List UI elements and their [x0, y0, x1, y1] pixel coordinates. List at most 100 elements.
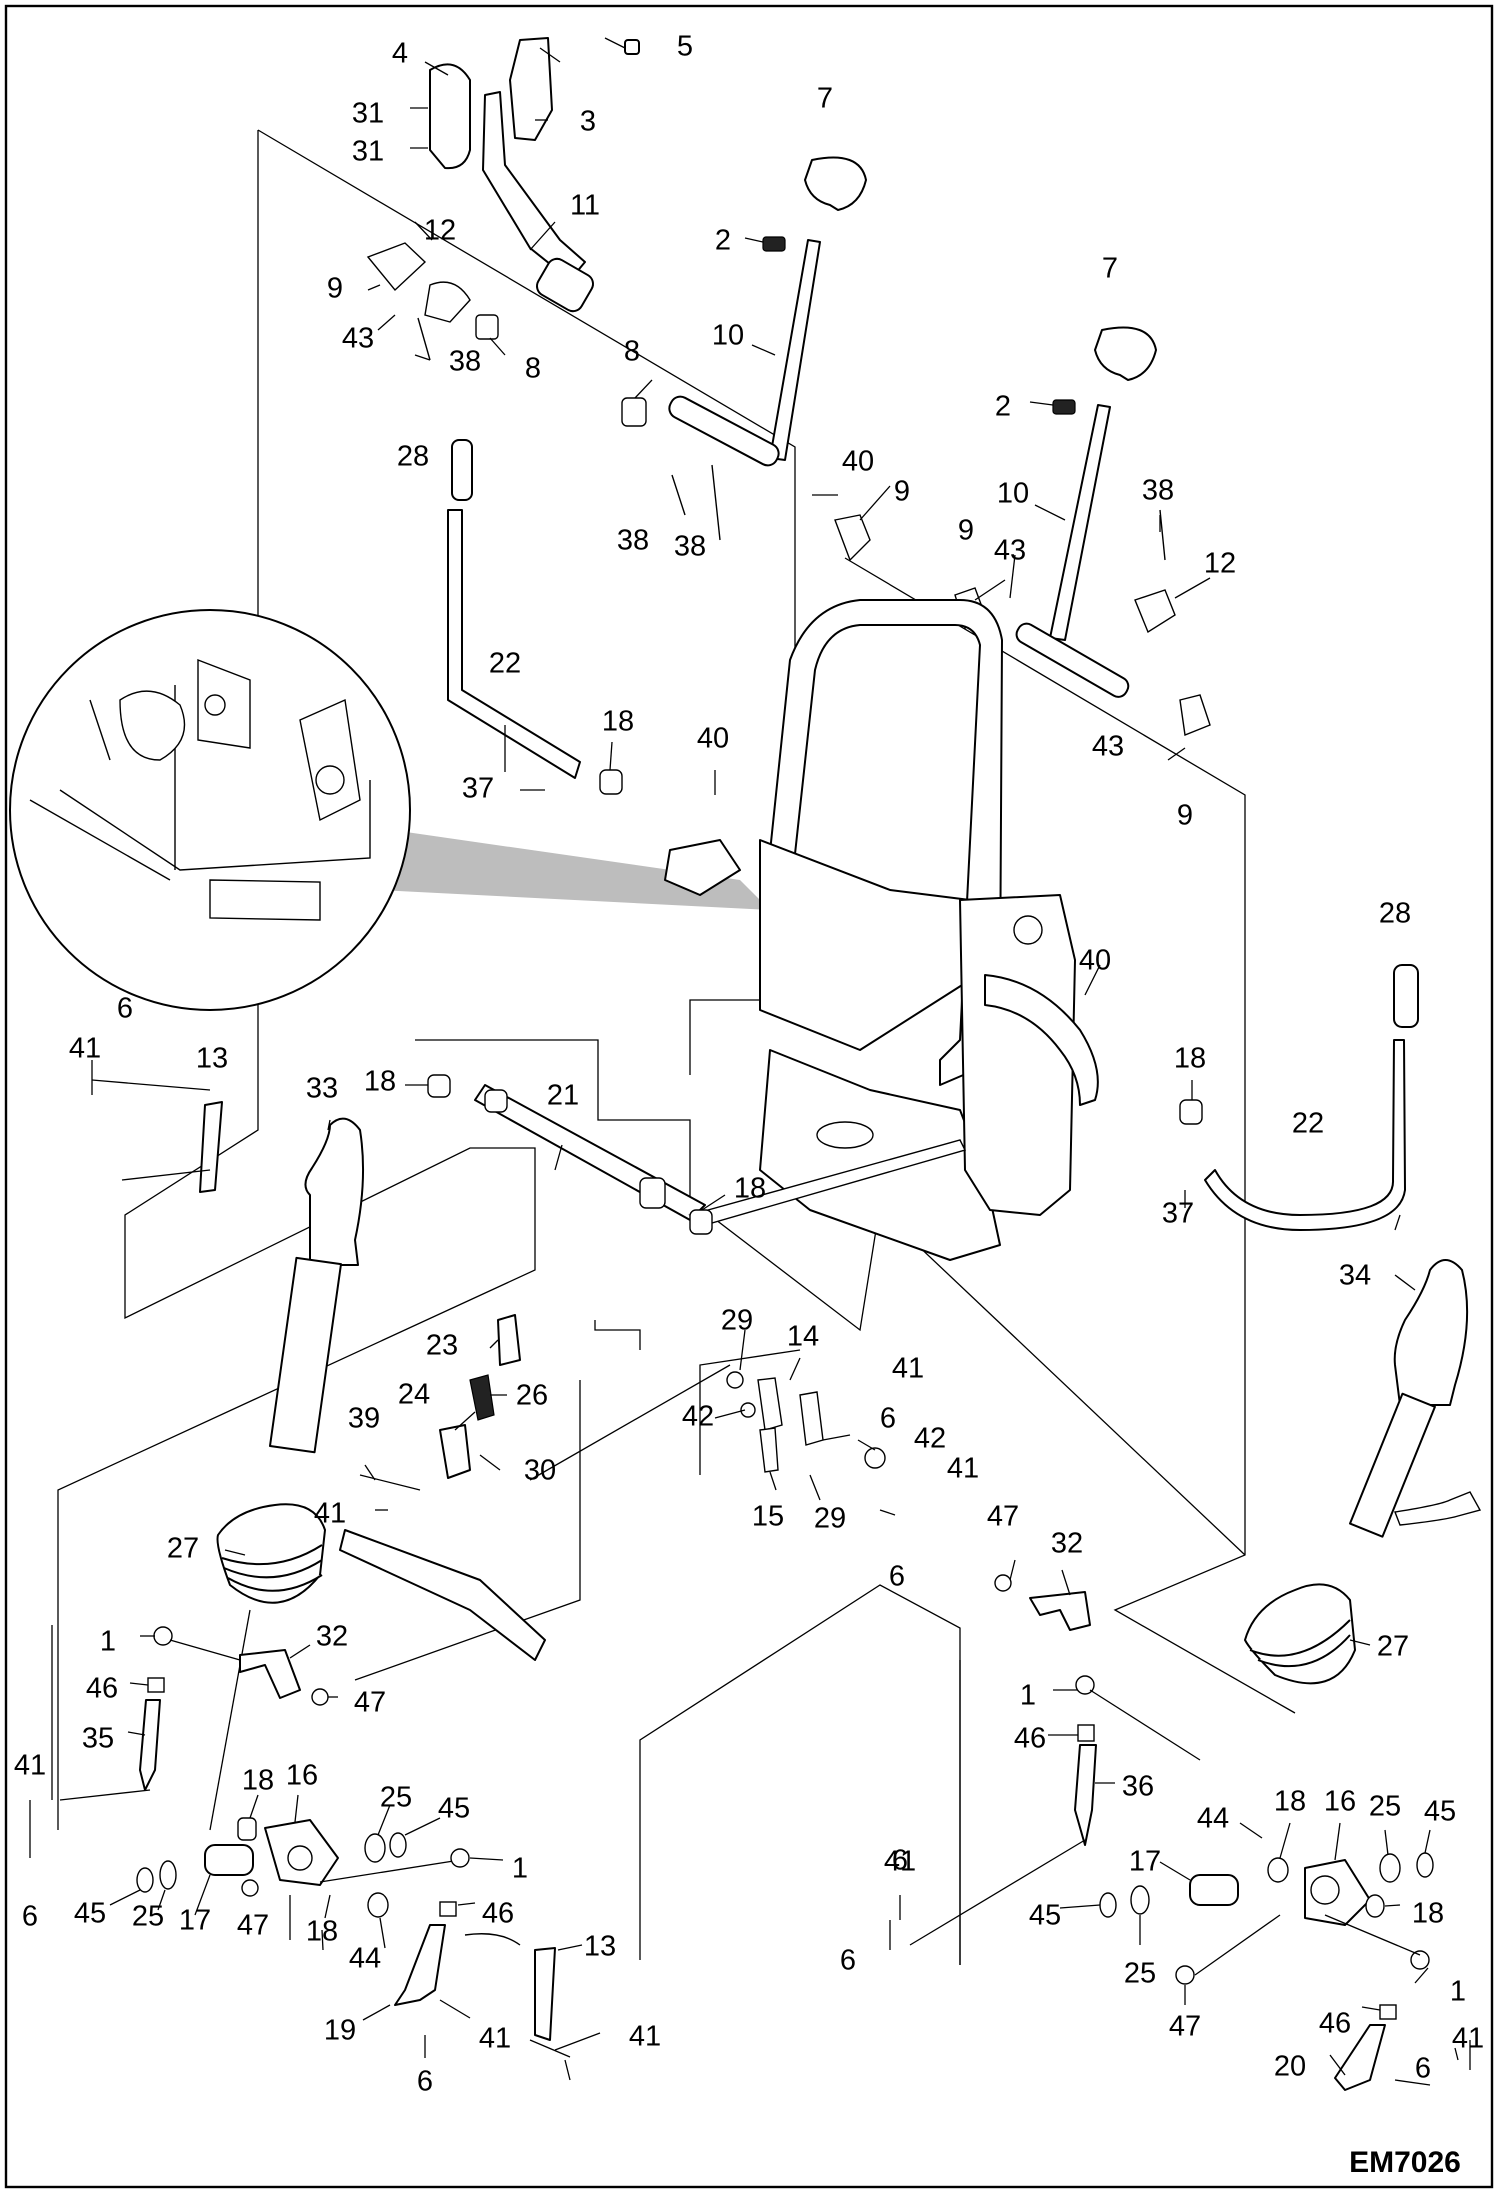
callout-7: 7	[1102, 253, 1118, 285]
washer-25c	[1130, 1885, 1150, 1915]
tower-base	[759, 1049, 1001, 1261]
side-arm	[664, 839, 741, 896]
handle-tube	[482, 91, 586, 281]
callout-41: 41	[1452, 2023, 1484, 2055]
mid-hardware	[339, 1314, 886, 1661]
callout-46: 46	[1319, 2008, 1351, 2040]
detail-magnifier	[9, 609, 770, 1011]
bolts-and-pins	[29, 1060, 1471, 2086]
bushing-17-left	[204, 1844, 254, 1876]
handle-grip-cover	[429, 63, 471, 170]
callout-31: 31	[352, 98, 384, 130]
tower-plate	[759, 839, 971, 1051]
callout-1: 1	[1450, 1976, 1466, 2008]
callout-13: 13	[196, 1043, 228, 1075]
callout-16: 16	[1324, 1786, 1356, 1818]
bracket-13-upper	[199, 1101, 223, 1193]
boot-27-right	[1244, 1583, 1356, 1685]
callout-47: 47	[987, 1501, 1019, 1533]
handle-sleeve	[536, 257, 594, 313]
callout-22: 22	[489, 648, 521, 680]
callout-40: 40	[697, 723, 729, 755]
spring-two-left	[762, 236, 786, 252]
callout-43: 43	[342, 323, 374, 355]
callout-17: 17	[1129, 1846, 1161, 1878]
rod-end-1a	[153, 1626, 173, 1646]
callout-6: 6	[889, 1561, 905, 1593]
grip-33	[304, 1117, 365, 1266]
clevis-23	[497, 1314, 521, 1366]
callout-45: 45	[438, 1793, 470, 1825]
pivot-hole-right	[1310, 1875, 1340, 1905]
clip-45b	[389, 1832, 407, 1858]
callout-25: 25	[1124, 1958, 1156, 1990]
top-hardware	[366, 242, 1211, 736]
callout-41: 41	[892, 1353, 924, 1385]
callout-38: 38	[674, 531, 706, 563]
callout-47: 47	[354, 1687, 386, 1719]
tower-slot	[816, 1121, 874, 1149]
callout-29: 29	[814, 1503, 846, 1535]
rods	[427, 439, 1419, 1235]
washer-25b	[364, 1833, 386, 1863]
callout-15: 15	[752, 1501, 784, 1533]
callout-37: 37	[462, 773, 494, 805]
cap-28-right	[1393, 964, 1419, 1028]
nut-47c	[994, 1574, 1012, 1592]
lever-right	[1015, 326, 1157, 698]
bracket-13-lower	[534, 1947, 556, 2041]
callout-29: 29	[721, 1305, 753, 1337]
callout-6: 6	[1415, 2053, 1431, 2085]
callout-1: 1	[100, 1626, 116, 1658]
callout-40: 40	[1079, 945, 1111, 977]
callout-38: 38	[617, 525, 649, 557]
callout-24: 24	[398, 1379, 430, 1411]
washer-25a	[159, 1860, 177, 1890]
cap-28-left	[451, 439, 473, 501]
callout-5: 5	[677, 31, 693, 63]
callout-43: 43	[994, 535, 1026, 567]
washer-25d	[1379, 1853, 1401, 1883]
callout-11: 11	[570, 190, 600, 222]
callout-18: 18	[306, 1916, 338, 1948]
sleeve-46c	[1077, 1724, 1095, 1742]
control-tower	[664, 599, 1099, 1261]
callout-27: 27	[167, 1533, 199, 1565]
rod-22-right	[1204, 1039, 1406, 1231]
callout-31: 31	[352, 136, 384, 168]
bushing-17-right	[1189, 1874, 1239, 1906]
bracket-32-left	[239, 1649, 301, 1699]
callout-6: 6	[117, 993, 133, 1025]
sleeve-46d	[1379, 2004, 1397, 2020]
boot-ribs-left	[221, 1544, 323, 1592]
callout-41: 41	[69, 1033, 101, 1065]
callout-8: 8	[624, 336, 640, 368]
callout-32: 32	[1051, 1528, 1083, 1560]
link-24	[439, 1424, 471, 1479]
callout-18: 18	[364, 1066, 396, 1098]
callout-47: 47	[1169, 2011, 1201, 2043]
callout-28: 28	[397, 441, 429, 473]
callout-41: 41	[314, 1498, 346, 1530]
callout-10: 10	[712, 320, 744, 352]
handle-assembly-top	[429, 37, 640, 313]
boot-ribs-right	[1249, 1619, 1351, 1668]
callout-9: 9	[327, 273, 343, 305]
callout-8: 8	[525, 353, 541, 385]
joystick-right	[1244, 1259, 1482, 1685]
callout-13: 13	[584, 1931, 616, 1963]
plate-39	[339, 1529, 546, 1661]
drawing-code: EM7026	[1349, 2146, 1461, 2179]
arm-36	[1074, 1744, 1097, 1846]
callout-28: 28	[1379, 898, 1411, 930]
bracket-15	[759, 1427, 779, 1473]
callout-47: 47	[237, 1910, 269, 1942]
callout-45: 45	[1424, 1796, 1456, 1828]
lever-shaft-left	[268, 1256, 342, 1454]
callout-44: 44	[1197, 1803, 1229, 1835]
callout-38: 38	[449, 346, 481, 378]
lever-rod-left	[769, 239, 821, 461]
callout-41: 41	[947, 1453, 979, 1485]
